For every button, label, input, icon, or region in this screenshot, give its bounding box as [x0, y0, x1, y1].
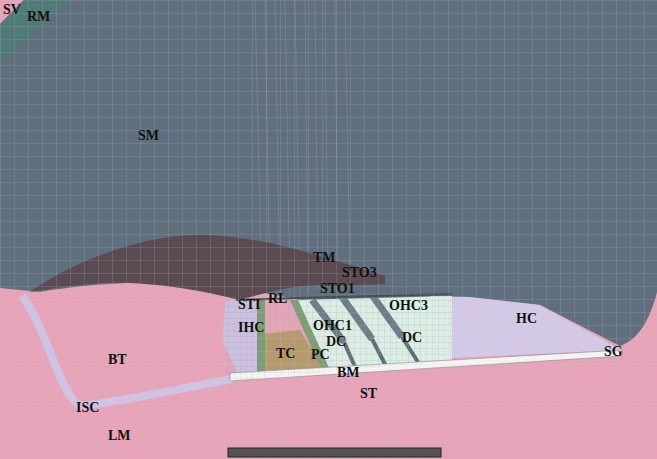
part-label: OHC3: [389, 298, 428, 314]
part-label: ISC: [76, 400, 99, 416]
part-label: STI: [238, 297, 261, 313]
part-label: LM: [108, 428, 131, 444]
part-label: SG: [604, 344, 623, 360]
part-label: IHC: [238, 320, 264, 336]
part-label: OHC1: [313, 318, 352, 334]
part-label: RM: [27, 9, 50, 25]
part-label: BM: [337, 365, 360, 381]
part-label: TC: [276, 346, 295, 362]
part-label: STO1: [320, 281, 355, 297]
part-label: RL: [268, 291, 287, 307]
part-label: DC: [402, 330, 422, 346]
part-label: ST: [360, 386, 377, 402]
part-label: HC: [516, 311, 537, 327]
part-label: STO3: [342, 265, 377, 281]
organ-fine-mesh: [222, 292, 452, 381]
part-label: TM: [313, 250, 336, 266]
part-label: SV: [3, 2, 21, 18]
part-label: BT: [108, 352, 127, 368]
scale-bar: [228, 448, 441, 457]
part-label: PC: [311, 347, 330, 363]
part-label: SM: [138, 128, 159, 144]
